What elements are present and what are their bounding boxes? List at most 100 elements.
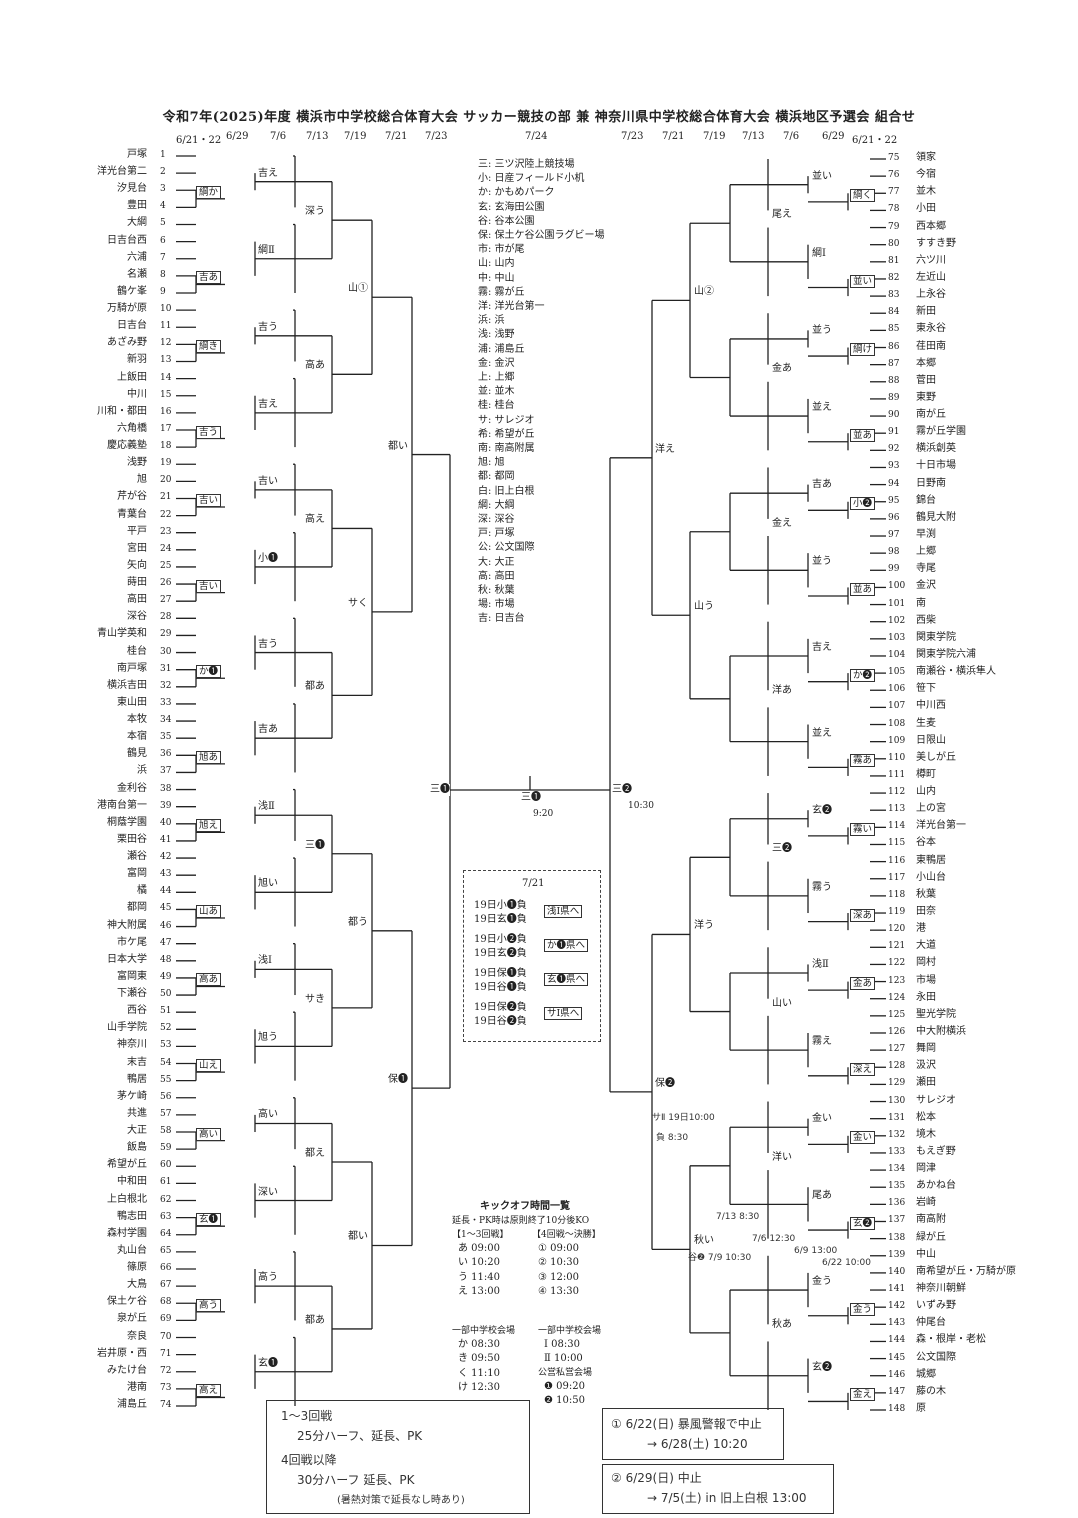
kickoff-time: Ⅱ 10:00	[544, 1353, 583, 1365]
team-right-number: 99	[888, 564, 900, 575]
team-right-number: 80	[888, 238, 900, 249]
team-left-number: 25	[160, 560, 172, 571]
match-label-l: 高え	[196, 1384, 222, 1398]
kickoff-time: ② 10:30	[538, 1257, 579, 1269]
team-right-name: 東野	[916, 391, 936, 403]
match-label-r: 綱く	[850, 188, 876, 202]
match-label-r: 秋い	[694, 1235, 714, 1248]
venue-legend-item: 戸: 戸塚	[478, 528, 515, 540]
team-right-number: 138	[888, 1232, 906, 1243]
team-left-name: 汐見台	[117, 183, 147, 195]
team-left-name: 鴨志田	[117, 1210, 147, 1222]
team-left-number: 69	[160, 1314, 172, 1325]
team-right-name: 関東学院	[916, 631, 956, 643]
final-time: 9:20	[533, 808, 554, 820]
team-left-name: 大正	[127, 1125, 147, 1137]
team-left-number: 4	[160, 201, 166, 212]
team-left-name: 市ケ尾	[117, 936, 147, 948]
match-label-l: 都い	[388, 440, 408, 453]
team-left-name: 芹が谷	[117, 491, 147, 503]
team-right-number: 107	[888, 701, 906, 712]
venue-legend-item: 霧: 霧が丘	[478, 286, 525, 298]
team-left-number: 38	[160, 783, 172, 794]
team-left-name: 南戸塚	[117, 662, 147, 674]
team-left-name: 丸山台	[117, 1244, 147, 1256]
team-right-number: 83	[888, 290, 900, 301]
venue-legend-item: 市: 市が尾	[478, 244, 525, 256]
team-right-name: 美しが丘	[916, 751, 956, 763]
team-right-name: 岩崎	[916, 1197, 936, 1209]
team-right-number: 79	[888, 221, 900, 232]
match-label-r: 深あ	[850, 908, 876, 922]
date-right-0: 7/23	[621, 131, 644, 142]
match-label-l: 吉う	[258, 638, 278, 651]
team-left-number: 33	[160, 697, 172, 708]
team-left-number: 41	[160, 834, 172, 845]
match-label-l: 旭あ	[196, 750, 222, 764]
team-right-number: 142	[888, 1301, 906, 1312]
team-left-number: 23	[160, 526, 172, 537]
team-left-name: 日吉台	[117, 320, 147, 332]
team-left-number: 13	[160, 355, 172, 366]
match-label-r: 小❷	[850, 497, 876, 511]
team-left-number: 65	[160, 1245, 172, 1256]
team-left-name: 東山田	[117, 696, 147, 708]
team-right-number: 108	[888, 718, 906, 729]
team-left-name: 西谷	[127, 1005, 147, 1017]
team-right-number: 92	[888, 444, 900, 455]
team-right-name: 上永谷	[916, 289, 946, 301]
venue-legend-item: 浦: 浦島丘	[478, 343, 525, 355]
team-left-name: 日本大学	[107, 953, 147, 965]
team-left-number: 6	[160, 235, 166, 246]
team-left-name: 鶴見	[127, 748, 147, 760]
team-left-name: 末吉	[127, 1056, 147, 1068]
team-right-number: 131	[888, 1112, 906, 1123]
team-right-name: 南希望が丘・万騎が原	[916, 1265, 1016, 1277]
page-title: 令和7年(2025)年度 横浜市中学校総合体育大会 サッカー競技の部 兼 神奈川…	[162, 110, 916, 125]
team-left-name: 保土ケ谷	[107, 1296, 147, 1308]
team-right-name: あかね台	[916, 1180, 956, 1192]
venue-legend-item: 白: 旧上白根	[478, 485, 535, 497]
team-left-name: 上飯田	[117, 371, 147, 383]
match-label-l: 旭う	[258, 1032, 278, 1045]
match-label-r: 並い	[812, 170, 832, 183]
kickoff-title: キックオフ時間一覧	[480, 1201, 570, 1212]
team-left-number: 46	[160, 920, 172, 931]
team-right-number: 126	[888, 1026, 906, 1037]
match-label-l: 吉い	[196, 494, 222, 508]
venue-legend-item: 保: 保土ケ谷公園ラグビー場	[478, 230, 605, 241]
handwritten-note: 25分ハーフ、延長、PK	[297, 1429, 423, 1443]
match-label-l: 都あ	[305, 681, 325, 694]
team-left-name: 戸塚	[127, 149, 147, 160]
venue-legend-item: 南: 南高附属	[478, 443, 535, 454]
team-right-name: 西柴	[916, 614, 936, 626]
handwritten-note: ① 6/22(日) 暴風警報で中止	[611, 1417, 762, 1431]
team-left-number: 44	[160, 886, 172, 897]
kickoff-col1-head: 【1～3回戦】	[452, 1230, 509, 1240]
team-right-number: 113	[888, 804, 906, 815]
team-left-number: 70	[160, 1331, 172, 1342]
venue-legend-item: 浅: 浅野	[478, 329, 515, 341]
team-right-number: 77	[888, 187, 900, 198]
match-label-l: 三❶	[305, 839, 325, 852]
match-label-r: 保❷	[655, 1077, 675, 1090]
team-right-number: 111	[888, 769, 906, 780]
team-right-name: 東永谷	[916, 323, 946, 335]
match-label-l: 保❶	[388, 1074, 408, 1087]
team-right-name: 菅田	[916, 374, 936, 386]
note-box-postpone-1: ① 6/22(日) 暴風警報で中止→ 6/28(土) 10:20	[602, 1408, 784, 1460]
match-label-l: 吉え	[258, 167, 278, 180]
date-left-5: 7/21	[385, 131, 408, 142]
panel-destination: サⅠ県へ	[544, 1007, 583, 1020]
venue-legend-item: 玄: 玄海田公園	[478, 201, 545, 213]
match-label-l: 玄❶	[196, 1213, 222, 1227]
match-label-r: 並う	[812, 556, 832, 569]
team-right-number: 94	[888, 478, 900, 489]
match-label-r: か❷	[850, 668, 876, 682]
team-left-name: みたけ台	[107, 1364, 147, 1376]
team-left-name: 奈良	[127, 1330, 147, 1342]
panel-loser-a: 19日保❶負	[474, 968, 527, 979]
match-label-r: 秋あ	[772, 1318, 792, 1331]
team-right-name: 聖光学院	[916, 1008, 956, 1020]
team-right-name: 公文国際	[916, 1351, 956, 1363]
